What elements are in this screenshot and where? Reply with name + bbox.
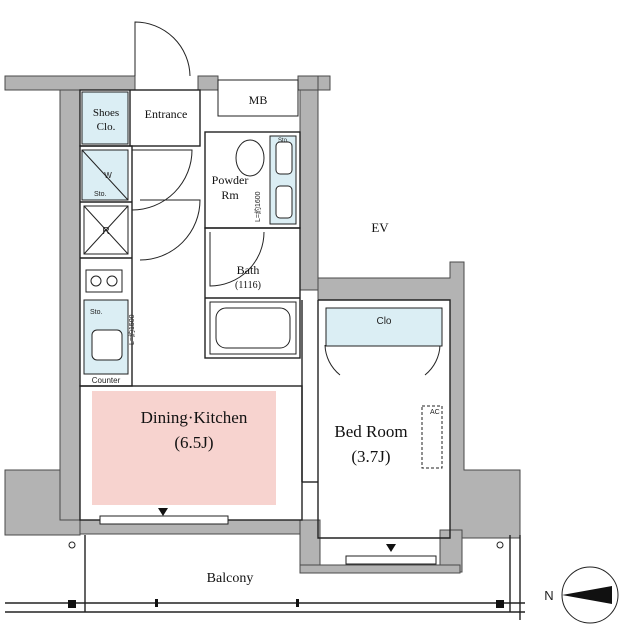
label-closet: Clo (376, 316, 391, 327)
label-aircon: AC (430, 409, 440, 416)
label-balcony: Balcony (207, 571, 254, 586)
label-mb: MB (249, 93, 268, 107)
label-bed: Bed Room (334, 422, 407, 441)
label-dining: Dining·Kitchen (141, 408, 248, 427)
label-ev: EV (371, 220, 389, 235)
window-markers (158, 508, 396, 552)
label-bed-size: (3.7J) (351, 447, 390, 466)
label-height-1: L=約1500 (127, 314, 136, 345)
dining-kitchen-highlight (92, 391, 276, 505)
balcony-posts (68, 541, 504, 608)
room-labels: Shoes Clo. Entrance MB Powder Rm EV Bath… (93, 93, 408, 586)
label-shoes-clo: Clo. (97, 121, 116, 133)
fixture-labels: R Counter Clo Sto. Sto. Sto. W AC L=約150… (90, 138, 440, 416)
label-shoes: Shoes (93, 107, 119, 119)
label-storage-2: Sto. (90, 309, 103, 316)
label-refrigerator: R (102, 226, 109, 237)
stove (85, 269, 123, 293)
compass-letter: N (544, 588, 553, 603)
bathtub (209, 301, 297, 355)
label-washer: W (104, 171, 112, 180)
label-rm: Rm (221, 188, 239, 202)
fixtures (81, 91, 443, 469)
door-swings (131, 21, 441, 376)
label-counter: Counter (92, 376, 121, 385)
label-height-2: L=約1600 (253, 191, 262, 222)
label-storage-3: Sto. (278, 138, 289, 144)
windows (99, 79, 437, 565)
label-entrance: Entrance (145, 107, 188, 121)
label-bath-size: (1116) (235, 280, 261, 291)
interior-walls (5, 89, 525, 620)
bed-closet (325, 307, 443, 347)
label-bath: Bath (237, 263, 260, 277)
label-powder: Powder (212, 173, 249, 187)
label-storage-1: Sto. (94, 191, 107, 198)
shoes-closet (81, 91, 129, 145)
compass-north-arrow-icon: N (544, 566, 619, 624)
label-dining-size: (6.5J) (174, 433, 213, 452)
